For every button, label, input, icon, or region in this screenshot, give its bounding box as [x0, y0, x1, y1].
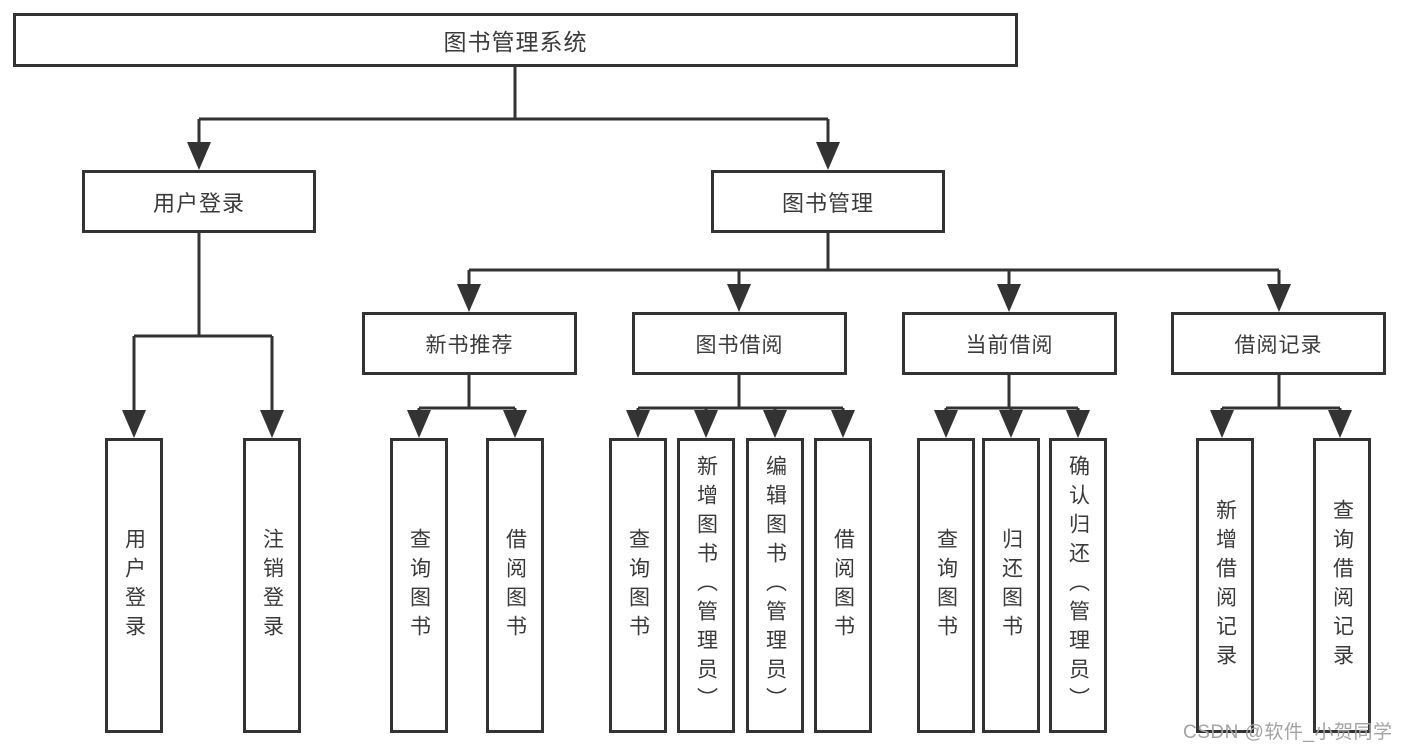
node-label: 用户登录 — [122, 527, 146, 644]
node-label: 查询图书 — [407, 527, 431, 644]
node-label: 归还图书 — [999, 527, 1023, 644]
node-label: 图书借阅 — [695, 333, 784, 357]
node-book-management: 图书管理 — [711, 170, 945, 233]
node-label: 借阅图书 — [831, 527, 855, 644]
node-label: 借阅图书 — [503, 527, 527, 644]
node-user-login: 用户登录 — [82, 170, 316, 233]
node-label: 查询借阅记录 — [1330, 498, 1354, 673]
node-new-book-recommend: 新书推荐 — [362, 312, 577, 375]
node-label: 新增图书（管理员） — [694, 455, 718, 716]
leaf-return-books: 归还图书 — [982, 438, 1040, 733]
node-label: 查询图书 — [934, 527, 958, 644]
node-label: 图书管理 — [781, 190, 874, 216]
leaf-logout: 注销登录 — [243, 438, 301, 733]
node-book-borrowing: 图书借阅 — [632, 312, 847, 375]
node-label: 当前借阅 — [965, 333, 1054, 357]
leaf-add-books-admin: 新增图书（管理员） — [677, 438, 735, 733]
node-label: 编辑图书（管理员） — [763, 455, 787, 716]
node-label: 新增借阅记录 — [1213, 498, 1237, 673]
csdn-watermark: CSDN @软件_小贺同学 — [1183, 722, 1393, 743]
leaf-query-books-2: 查询图书 — [609, 438, 667, 733]
leaf-borrow-books-1: 借阅图书 — [486, 438, 544, 733]
leaf-user-login: 用户登录 — [105, 438, 163, 733]
leaf-confirm-return-admin: 确认归还（管理员） — [1049, 438, 1107, 733]
node-label: 新书推荐 — [425, 333, 514, 357]
node-label: 确认归还（管理员） — [1066, 455, 1090, 716]
leaf-query-books-1: 查询图书 — [390, 438, 448, 733]
node-label: 用户登录 — [152, 190, 245, 216]
leaf-edit-books-admin: 编辑图书（管理员） — [746, 438, 804, 733]
node-label: 借阅记录 — [1234, 333, 1323, 357]
leaf-add-borrow-record: 新增借阅记录 — [1196, 438, 1254, 733]
leaf-query-borrow-record: 查询借阅记录 — [1313, 438, 1371, 733]
arrow-down-icons — [122, 142, 1352, 438]
node-current-borrowing: 当前借阅 — [902, 312, 1117, 375]
node-borrowing-records: 借阅记录 — [1171, 312, 1386, 375]
connector-strokes — [132, 67, 1342, 416]
node-library-management-system: 图书管理系统 — [13, 13, 1018, 67]
node-label: 图书管理系统 — [443, 29, 588, 55]
node-label: 查询图书 — [626, 527, 650, 644]
leaf-borrow-books-2: 借阅图书 — [814, 438, 872, 733]
leaf-query-books-3: 查询图书 — [917, 438, 975, 733]
node-label: 注销登录 — [260, 527, 284, 644]
